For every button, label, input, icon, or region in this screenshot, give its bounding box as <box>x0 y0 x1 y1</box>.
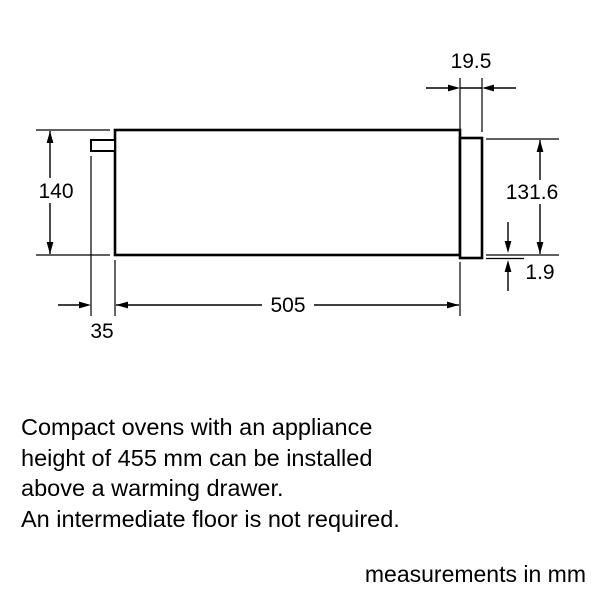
label-background <box>502 180 564 204</box>
dim-panel-overhang: 1.9 <box>486 222 555 291</box>
dimension-diagram: 19.5 140 131.6 <box>33 50 564 343</box>
arrowhead-down-icon <box>536 242 544 254</box>
note-line-3: above a warming drawer. <box>21 475 284 501</box>
dim-panel-overhang-label: 1.9 <box>525 261 554 284</box>
arrowhead-up-icon <box>504 260 512 272</box>
arrowhead-right-icon <box>447 301 459 309</box>
dim-body-depth-label: 505 <box>270 294 305 317</box>
units-note: measurements in mm <box>364 561 586 587</box>
dim-body-depth: 505 <box>114 260 461 317</box>
front-panel <box>458 136 484 260</box>
warming-drawer-outline <box>90 128 484 260</box>
arrowhead-down-icon <box>504 241 512 253</box>
dim-panel-height-label: 131.6 <box>506 181 559 204</box>
note-line-1: Compact ovens with an appliance <box>21 414 373 440</box>
installation-note: Compact ovens with an appliance height o… <box>21 412 400 534</box>
drawer-body <box>113 128 462 257</box>
arrowhead-up-icon <box>536 140 544 152</box>
dim-body-height: 140 <box>33 129 110 256</box>
label-background <box>262 293 314 317</box>
dim-panel-thickness: 19.5 <box>426 50 516 132</box>
note-line-4: An intermediate floor is not required. <box>21 505 400 532</box>
rear-rail <box>90 139 116 152</box>
dim-body-height-label: 140 <box>38 180 73 203</box>
arrowhead-right-icon <box>448 84 460 92</box>
dim-rail-offset: 35 <box>58 156 114 343</box>
arrowhead-down-icon <box>46 242 54 254</box>
arrowhead-up-icon <box>46 131 54 143</box>
note-line-2: height of 455 mm can be installed <box>21 444 373 471</box>
arrowhead-left-icon <box>482 84 494 92</box>
dim-panel-height: 131.6 <box>486 138 564 256</box>
dim-rail-offset-label: 35 <box>90 320 113 343</box>
arrowhead-left-icon <box>116 301 128 309</box>
label-background <box>33 178 80 203</box>
arrowhead-right-icon <box>79 301 91 309</box>
dim-panel-thickness-label: 19.5 <box>451 50 492 73</box>
